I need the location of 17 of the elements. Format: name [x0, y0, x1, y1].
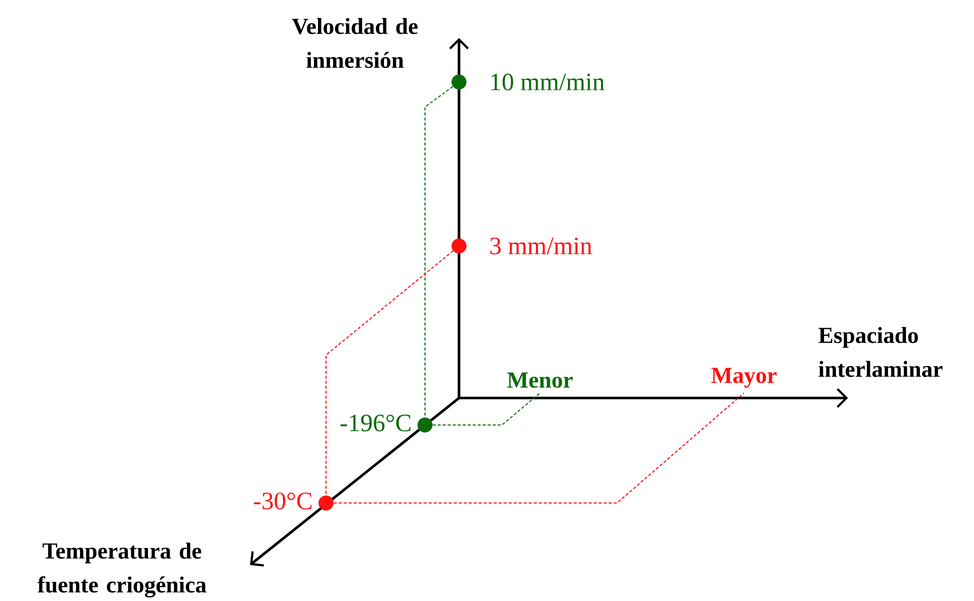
- data-point: [452, 238, 466, 254]
- axis-title: Temperatura de fuente criogénica: [38, 542, 206, 598]
- value-label: -196°C: [340, 414, 410, 432]
- axis-value-label: Menor: [507, 372, 573, 388]
- value-label: -30°C: [254, 492, 312, 510]
- value-label: 3 mm/min: [490, 238, 592, 254]
- guide-line: [326, 250, 454, 496]
- guide-line: [333, 392, 744, 504]
- data-point: [318, 496, 334, 510]
- value-label: 10 mm/min: [491, 74, 604, 90]
- axis-title: Espaciado interlaminar: [818, 327, 942, 377]
- axis-title: Velocidad de inmersión: [292, 18, 418, 68]
- data-point: [418, 418, 432, 432]
- axis-value-label: Mayor: [711, 368, 777, 388]
- data-point: [452, 74, 466, 90]
- guide-line: [424, 86, 454, 418]
- guide-line: [432, 392, 540, 426]
